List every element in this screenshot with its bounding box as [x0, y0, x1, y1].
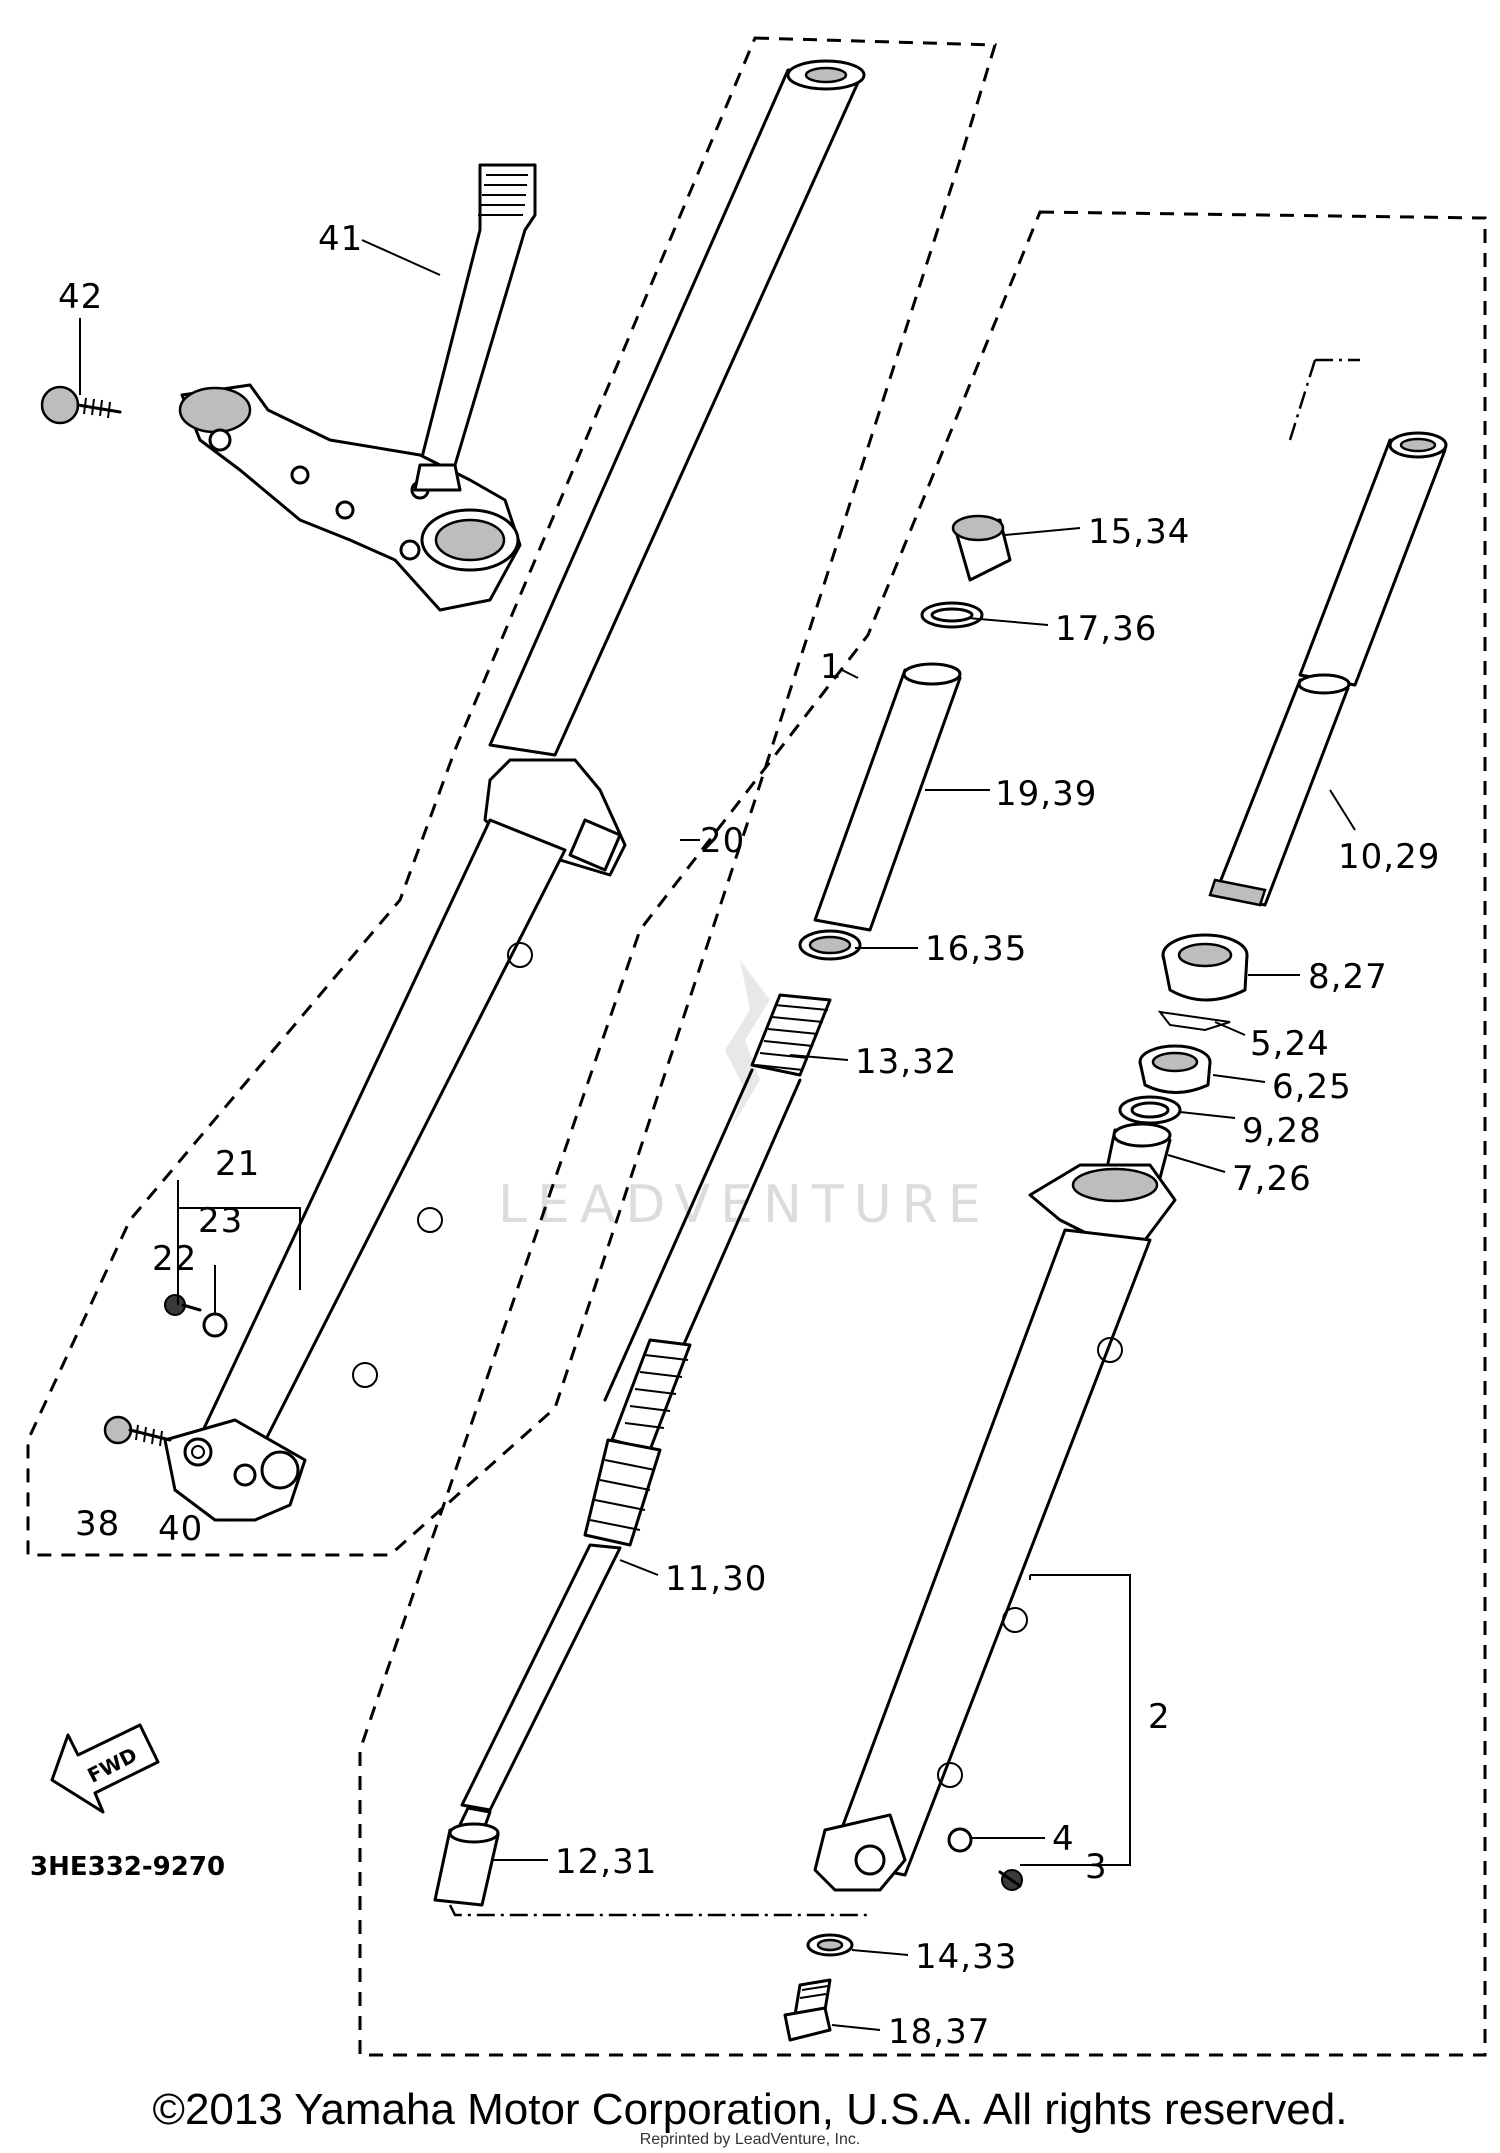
reprint-note: Reprinted by LeadVenture, Inc. — [639, 2131, 861, 2148]
callout-22: 22 — [152, 1239, 197, 1279]
fork-spring — [603, 993, 832, 1412]
callout-5-24: 5,24 — [1250, 1024, 1330, 1064]
copyright-notice: ©2013 Yamaha Motor Corporation, U.S.A. A… — [152, 2085, 1348, 2134]
damper-rod-assembly — [433, 514, 1012, 1917]
callout-1: 1 — [820, 647, 843, 687]
callouts: 41 42 20 21 23 22 38 40 1 15,34 17,36 19… — [58, 219, 1440, 2052]
callout-42: 42 — [58, 277, 103, 317]
callout-12-31: 12,31 — [555, 1842, 657, 1882]
callout-6-25: 6,25 — [1272, 1067, 1352, 1107]
steering-stem-bracket — [178, 163, 537, 612]
diagram-code: 3HE332-9270 — [30, 1852, 225, 1882]
callout-7-26: 7,26 — [1232, 1159, 1312, 1199]
left-fork-boundary — [26, 36, 998, 1557]
callout-23: 23 — [198, 1201, 243, 1241]
callout-14-33: 14,33 — [915, 1937, 1017, 1977]
callout-18-37: 18,37 — [888, 2012, 990, 2052]
callout-10-29: 10,29 — [1338, 837, 1440, 877]
callout-13-32: 13,32 — [855, 1042, 957, 1082]
callout-2: 2 — [1148, 1697, 1171, 1737]
callout-21: 21 — [215, 1144, 260, 1184]
bolt-42 — [40, 385, 122, 425]
callout-15-34: 15,34 — [1088, 512, 1190, 552]
callout-4: 4 — [1052, 1819, 1075, 1859]
fwd-arrow-icon: FWD — [50, 1723, 160, 1814]
watermark: LEADVENTURE — [498, 960, 991, 1235]
callout-8-27: 8,27 — [1308, 957, 1388, 997]
callout-41: 41 — [318, 219, 363, 259]
callout-38: 38 — [75, 1504, 120, 1544]
callout-40: 40 — [158, 1509, 203, 1549]
callout-20: 20 — [700, 821, 745, 861]
leader-lines — [79, 239, 1356, 2031]
right-inner-tube — [1208, 358, 1448, 907]
callout-11-30: 11,30 — [665, 1559, 767, 1599]
callout-19-39: 19,39 — [995, 774, 1097, 814]
right-small-parts — [783, 1827, 1023, 2042]
callout-9-28: 9,28 — [1242, 1111, 1322, 1151]
callout-17-36: 17,36 — [1055, 609, 1157, 649]
right-outer-tube — [813, 1163, 1177, 1892]
right-fork-boundary — [358, 210, 1487, 2057]
left-inner-tube — [163, 59, 866, 1522]
watermark-text: LEADVENTURE — [498, 1175, 991, 1235]
group-boundaries — [26, 36, 1487, 2057]
callout-3: 3 — [1085, 1847, 1108, 1887]
right-seal-stack — [1105, 933, 1249, 1180]
callout-16-35: 16,35 — [925, 929, 1027, 969]
